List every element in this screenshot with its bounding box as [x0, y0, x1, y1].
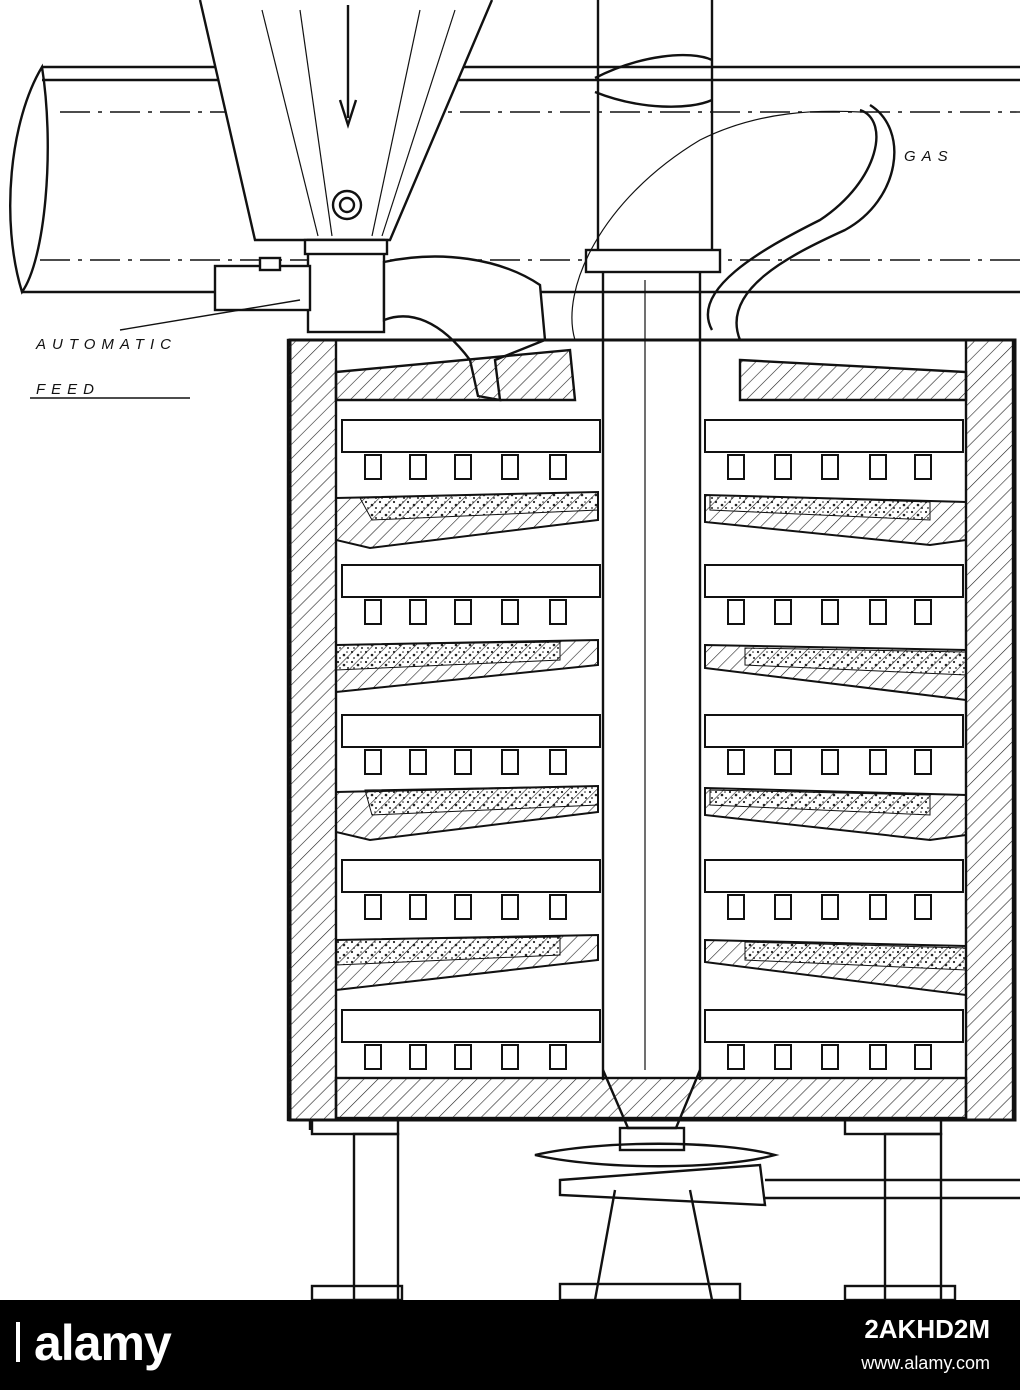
automatic-feed — [30, 255, 547, 402]
gas-return-hose — [706, 108, 878, 331]
central-shaft — [584, 0, 722, 1130]
rabble-teeth — [364, 454, 932, 1070]
automatic-label: AUTOMATIC — [36, 336, 177, 353]
hopper — [198, 0, 494, 334]
brand-logo: alamy — [34, 1315, 172, 1371]
gas-pipe — [9, 63, 1020, 295]
image-id: 2AKHD2M — [864, 1314, 990, 1344]
watermark-footer: alamy 2AKHD2M www.alamy.com — [0, 1300, 1020, 1390]
site-url: www.alamy.com — [861, 1353, 990, 1373]
hearth-levels — [335, 419, 967, 1070]
furnace-diagram — [9, 0, 1020, 1300]
gas-label: GAS — [904, 148, 954, 165]
alamy-logo-icon — [16, 1322, 20, 1362]
hearth-slabs — [335, 490, 967, 997]
base-legs-and-drive — [308, 1118, 1020, 1300]
rabble-arms-left — [341, 419, 601, 1043]
feed-label: FEED — [36, 381, 101, 398]
furnace-shell — [286, 338, 1017, 1122]
rabble-arms-right — [704, 419, 964, 1043]
